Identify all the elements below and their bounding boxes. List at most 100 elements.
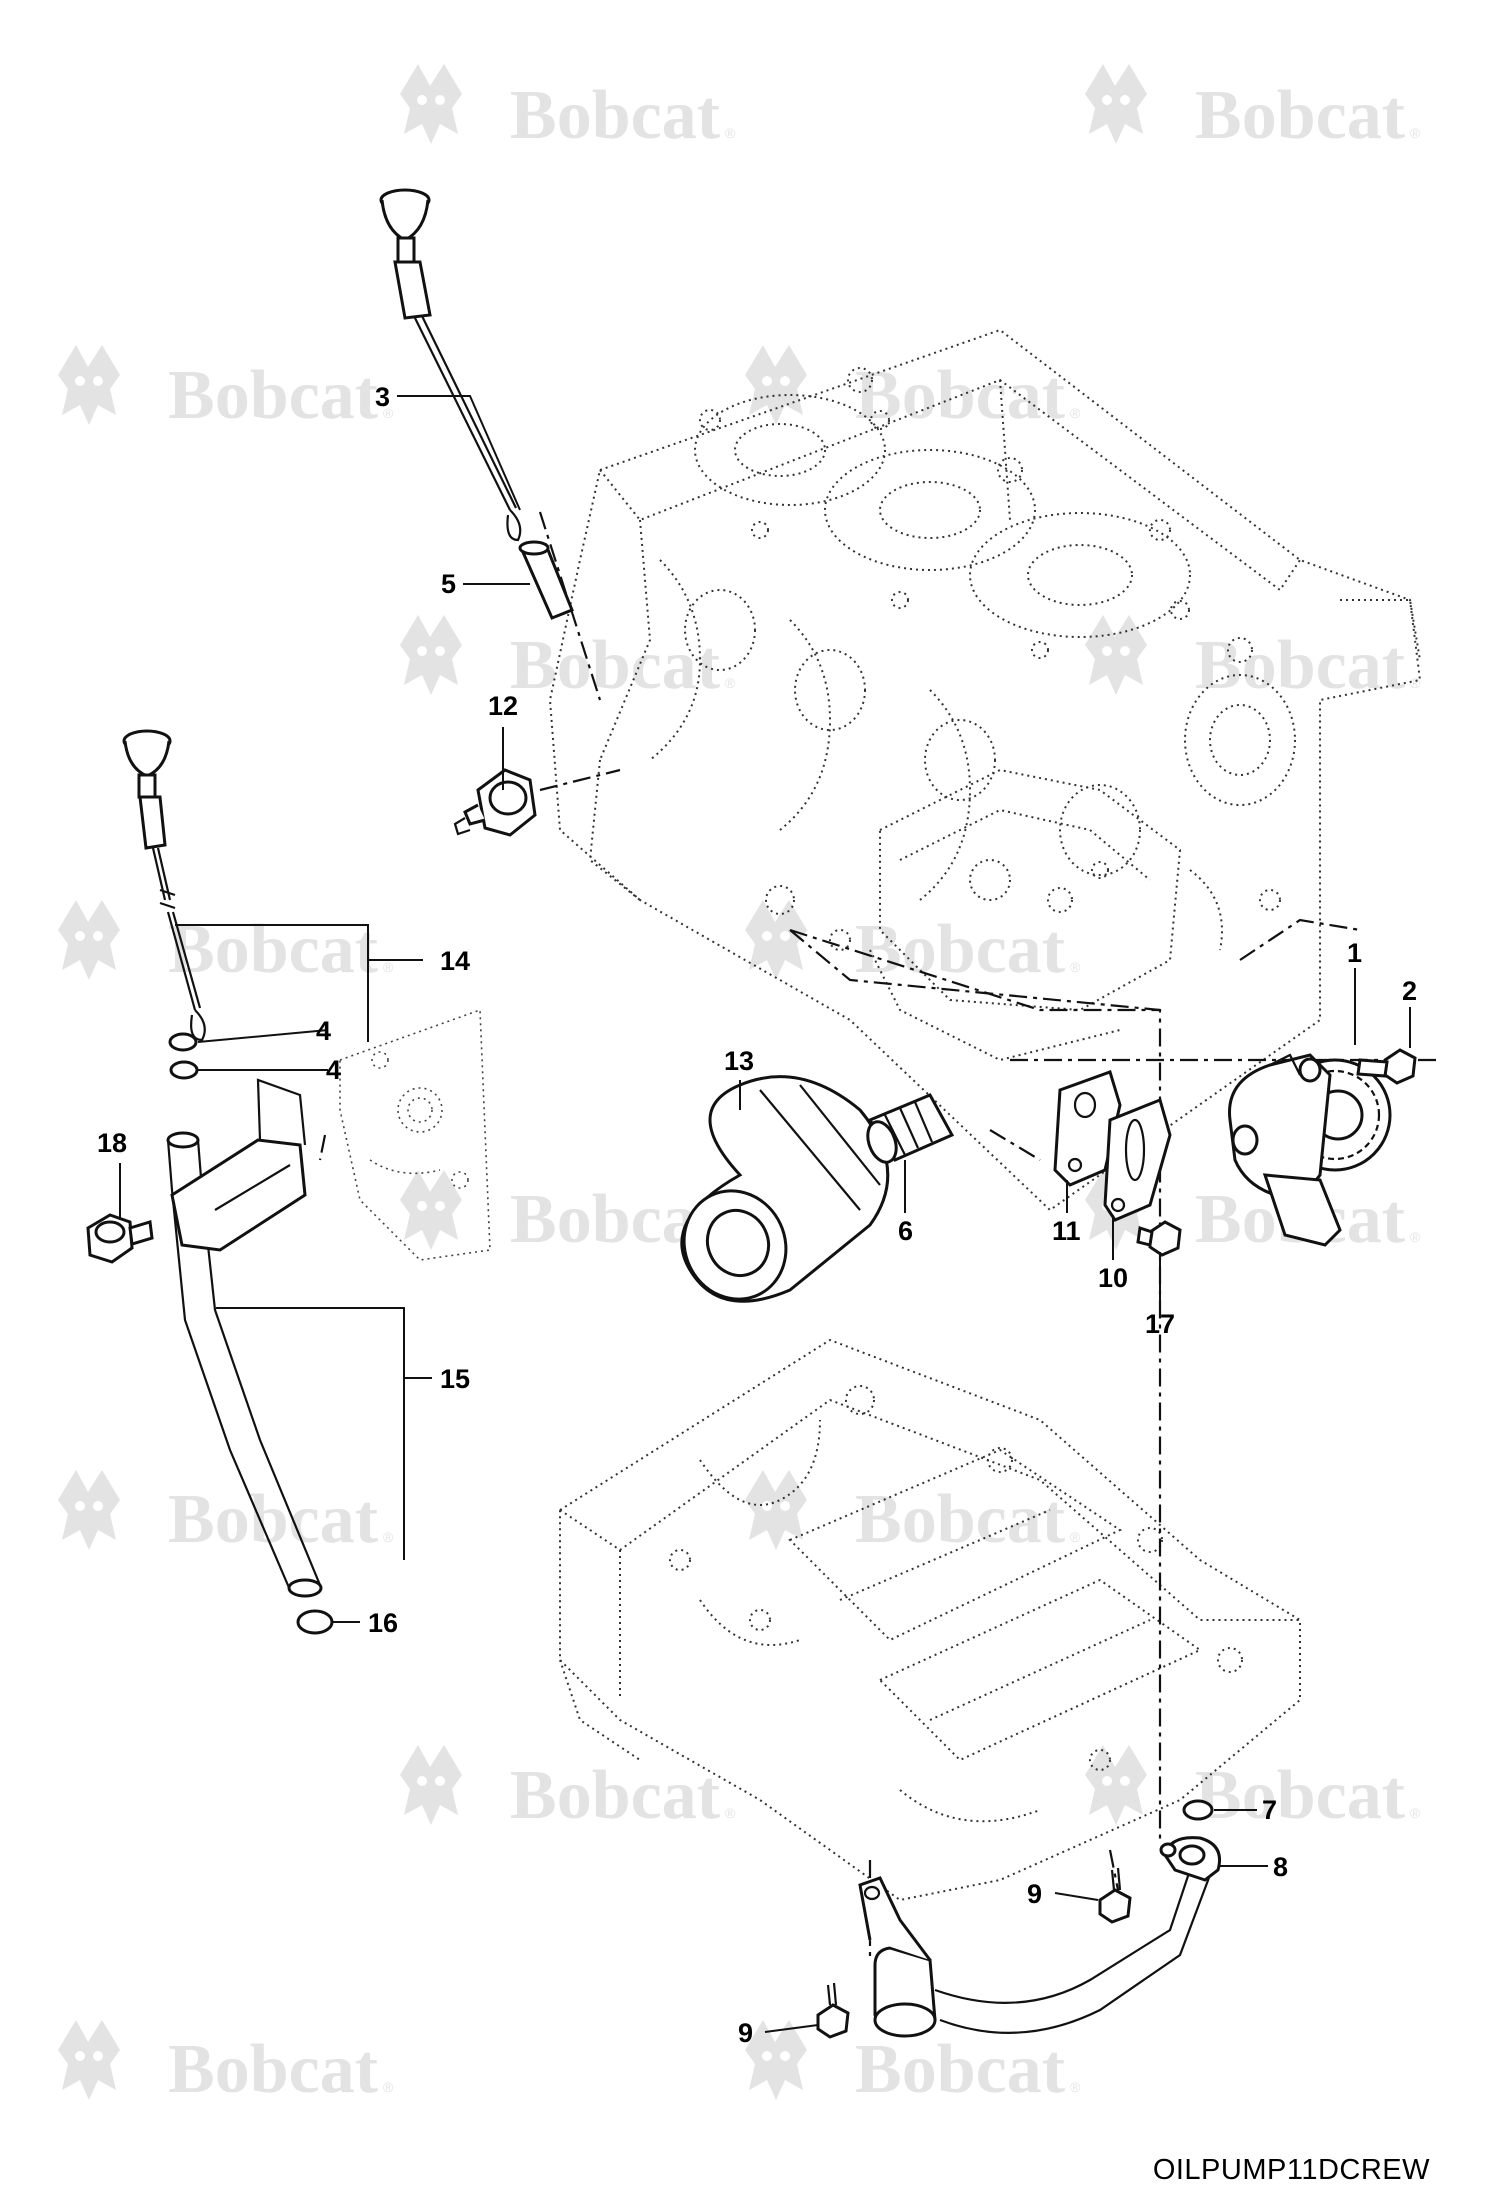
watermark-brand: Bobcat [510,1757,720,1834]
bobcat-logo-icon [745,900,807,980]
callout-14: 14 [440,946,470,976]
watermark-6: Bobcat ® [1085,615,1421,704]
callout-2: 2 [1402,976,1417,1006]
bobcat-logo-icon [745,1470,807,1550]
part-3-dipstick [379,188,522,542]
watermark-registered: ® [383,959,394,975]
watermark-brand: Bobcat [168,911,378,988]
part-6-nipple [866,1093,955,1164]
watermark-registered: ® [383,2079,394,2095]
cylinder-block [548,328,1422,1212]
watermark-registered: ® [1410,675,1421,691]
callout-9-lower: 9 [738,2018,753,2048]
part-16-plug [296,1609,334,1635]
watermark-brand: Bobcat [510,77,720,154]
part-10-gasket-plate [1103,1097,1172,1222]
part-7-o-ring [1182,1799,1214,1821]
bobcat-logo-icon [1085,64,1147,144]
part-1-oil-pump [1228,1053,1392,1247]
watermark-registered: ® [725,125,736,141]
part-5-sleeve [518,540,574,620]
part-13-oil-filter [680,1075,890,1303]
callout-15: 15 [440,1364,470,1394]
watermark-registered: ® [1070,2079,1081,2095]
callout-5: 5 [441,569,456,599]
callout-9-upper: 9 [1027,1879,1042,1909]
bobcat-logo-icon [400,1745,462,1825]
partial-block-left [339,1008,491,1261]
watermark-registered: ® [725,1805,736,1821]
callout-7: 7 [1262,1795,1277,1825]
watermark-7: Bobcat ® [58,900,394,988]
bobcat-logo-icon [745,345,807,425]
watermark-brand: Bobcat [168,1481,378,1558]
leader-lines [119,395,1411,2033]
callout-18: 18 [97,1128,127,1158]
watermark-brand: Bobcat [1195,1757,1405,1834]
bobcat-logo-icon [400,1170,462,1250]
watermark-brand: Bobcat [1195,627,1405,704]
watermark-1: Bobcat ® [400,64,736,154]
watermark-registered: ® [1070,1529,1081,1545]
watermark-registered: ® [1410,1229,1421,1245]
part-4-o-rings [168,1032,199,1080]
part-8-strainer [858,1836,1221,2038]
watermark-registered: ® [1410,125,1421,141]
watermark-registered: ® [383,405,394,421]
assembly-lines [318,511,1440,1960]
watermark-12: Bobcat ® [745,1470,1081,1558]
watermark-14: Bobcat ® [1085,1745,1421,1834]
part-17-bolt [1136,1220,1182,1257]
part-9-bolt-lower [816,1982,850,2039]
watermark-13: Bobcat ® [400,1745,736,1834]
watermark-registered: ® [1410,1805,1421,1821]
watermark-registered: ® [383,1529,394,1545]
watermark-brand: Bobcat [168,2031,378,2108]
callout-3: 3 [375,382,390,412]
watermark-4: Bobcat ® [745,345,1081,434]
watermark-registered: ® [725,675,736,691]
callout-11: 11 [1052,1216,1081,1246]
diagram-code: OILPUMP11DCREW [1152,2154,1430,2186]
watermark-brand: Bobcat [855,911,1065,988]
callout-4-upper: 4 [316,1016,331,1046]
part-11-gasket [1053,1070,1122,1187]
part-12-pressure-switch [453,768,537,837]
watermark-15: Bobcat ® [58,2020,394,2108]
watermark-brand: Bobcat [855,2031,1065,2108]
watermark-3: Bobcat ® [58,345,394,434]
watermark-2: Bobcat ® [1085,64,1421,154]
bobcat-logo-icon [400,64,462,144]
part-9-bolt-upper [1098,1867,1132,1924]
watermark-registered: ® [1070,959,1081,975]
callout-8: 8 [1273,1852,1288,1882]
watermark-16: Bobcat ® [745,2020,1081,2108]
callout-1: 1 [1347,938,1362,968]
watermark-layer: Bobcat ® Bobcat ® Bobcat ® Bobcat ® Bobc… [58,64,1421,2108]
bobcat-logo-icon [400,615,462,695]
watermark-5: Bobcat ® [400,615,736,704]
bobcat-logo-icon [58,900,120,980]
bobcat-logo-icon [745,2020,807,2100]
callout-13: 13 [724,1046,754,1076]
watermark-brand: Bobcat [1195,77,1405,154]
watermark-brand: Bobcat [855,357,1065,434]
callout-labels: 1 2 3 4 4 5 6 7 8 9 9 10 11 12 13 14 15 … [97,382,1417,2048]
part-14-dipstick-long [122,729,206,1042]
watermark-8: Bobcat ® [745,900,1081,988]
bobcat-logo-icon [58,1470,120,1550]
callout-16: 16 [368,1608,398,1638]
callout-17: 17 [1145,1309,1175,1339]
watermark-registered: ® [1070,405,1081,421]
bobcat-logo-icon [58,2020,120,2100]
watermark-brand: Bobcat [168,357,378,434]
bobcat-logo-icon [58,345,120,425]
watermark-brand: Bobcat [855,1481,1065,1558]
bobcat-logo-icon [1085,1745,1147,1825]
lower-crankcase [559,1338,1301,1902]
callout-6: 6 [898,1216,913,1246]
part-2-bolt [1356,1048,1417,1085]
watermark-11: Bobcat ® [58,1470,394,1558]
watermark-brand: Bobcat [510,627,720,704]
